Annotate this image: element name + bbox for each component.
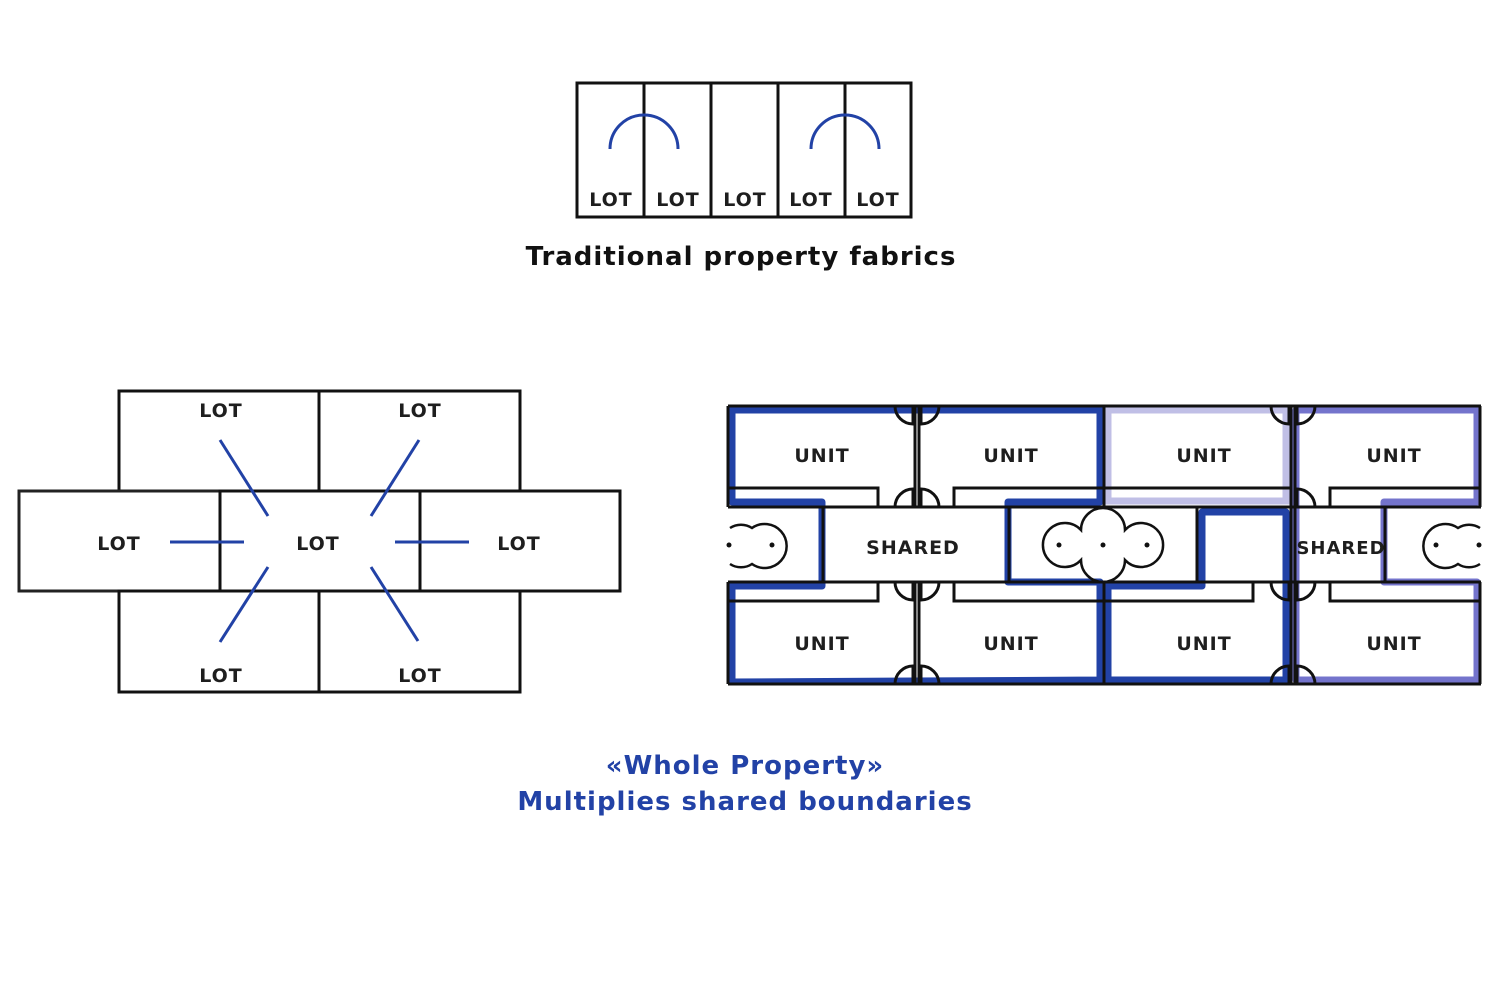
- stair-symbol-three-circle-icon: [1041, 506, 1165, 584]
- lot-label: LOT: [856, 189, 900, 211]
- stair-dot: [769, 542, 775, 548]
- door-swing-icon: [893, 405, 915, 426]
- unit-label: UNIT: [1366, 445, 1421, 467]
- plan-wall: [1103, 582, 1255, 603]
- stair-dot: [1056, 542, 1062, 548]
- connector-line: [369, 439, 421, 517]
- shared-wall-arc-icon: [608, 113, 680, 150]
- ownership-outline-lavender: [1104, 406, 1290, 505]
- lot-label: LOT: [589, 189, 633, 211]
- plan-wall: [952, 582, 1103, 603]
- ownership-outline-blue: [728, 406, 1104, 686]
- door-swing-icon: [1295, 581, 1317, 602]
- lot-bottom-right: [317, 589, 522, 694]
- plan-wall: [728, 486, 880, 507]
- stair-dot: [1433, 542, 1439, 548]
- unit-label: UNIT: [794, 445, 849, 467]
- stair-symbol-two-circle-icon: [729, 522, 788, 570]
- lot-label: LOT: [398, 665, 442, 687]
- whole-property-title: «Whole Property»: [606, 751, 884, 781]
- connector-line: [218, 566, 270, 643]
- door-swings: [893, 405, 1317, 685]
- stair-dot: [1144, 542, 1150, 548]
- lot-label: LOT: [398, 400, 442, 422]
- door-swing-icon: [919, 664, 941, 685]
- stair-dot: [1476, 542, 1482, 548]
- plan-wall: [1328, 582, 1480, 603]
- door-swing-icon: [919, 487, 941, 508]
- shared-label: SHARED: [866, 537, 960, 559]
- lot-label: LOT: [497, 533, 541, 555]
- plan-wall: [1328, 486, 1480, 507]
- lot-label: LOT: [789, 189, 833, 211]
- plan-wall: [952, 486, 1103, 507]
- lot-cluster: LOT LOT LOT LOT LOT LOT LOT: [17, 389, 622, 694]
- unit-label: UNIT: [1176, 633, 1231, 655]
- shared-label: SHARED: [1296, 538, 1385, 559]
- stair-dot: [726, 542, 732, 548]
- lot-label: LOT: [97, 533, 141, 555]
- lot-label: LOT: [199, 665, 243, 687]
- unit-label: UNIT: [1176, 445, 1231, 467]
- door-swing-icon: [1295, 487, 1317, 508]
- whole-property-plan: UNIT UNIT UNIT UNIT UNIT UNIT UNIT UNIT …: [726, 404, 1482, 686]
- door-swing-icon: [1269, 664, 1291, 685]
- lot-strip-outline: [575, 81, 913, 219]
- shared-wall-arc-icon: [809, 113, 881, 150]
- lot-label: LOT: [723, 189, 767, 211]
- door-swing-icon: [1295, 405, 1317, 426]
- whole-property-subtitle: Multiplies shared boundaries: [517, 787, 972, 817]
- stair-dot: [1100, 542, 1106, 548]
- unit-label: UNIT: [1366, 633, 1421, 655]
- unit-label: UNIT: [983, 633, 1038, 655]
- door-swing-icon: [1269, 581, 1291, 602]
- door-swing-icon: [893, 487, 915, 508]
- connector-line: [218, 439, 270, 517]
- stair-symbol-two-circle-icon: [1422, 522, 1481, 570]
- door-swing-icon: [893, 581, 915, 602]
- traditional-fabric: LOT LOT LOT LOT LOT Traditional property…: [526, 81, 957, 272]
- plan-wall: [728, 582, 880, 603]
- connector-line: [369, 566, 420, 642]
- door-swing-icon: [1269, 405, 1291, 426]
- unit-label: UNIT: [794, 633, 849, 655]
- lot-label: LOT: [296, 533, 340, 555]
- lot-label: LOT: [656, 189, 700, 211]
- lot-label: LOT: [199, 400, 243, 422]
- door-swing-icon: [919, 581, 941, 602]
- door-swing-icon: [893, 664, 915, 685]
- door-swing-icon: [1295, 664, 1317, 685]
- traditional-caption: Traditional property fabrics: [526, 242, 957, 272]
- door-swing-icon: [919, 405, 941, 426]
- unit-label: UNIT: [983, 445, 1038, 467]
- ownership-outline-blue: [1104, 508, 1290, 684]
